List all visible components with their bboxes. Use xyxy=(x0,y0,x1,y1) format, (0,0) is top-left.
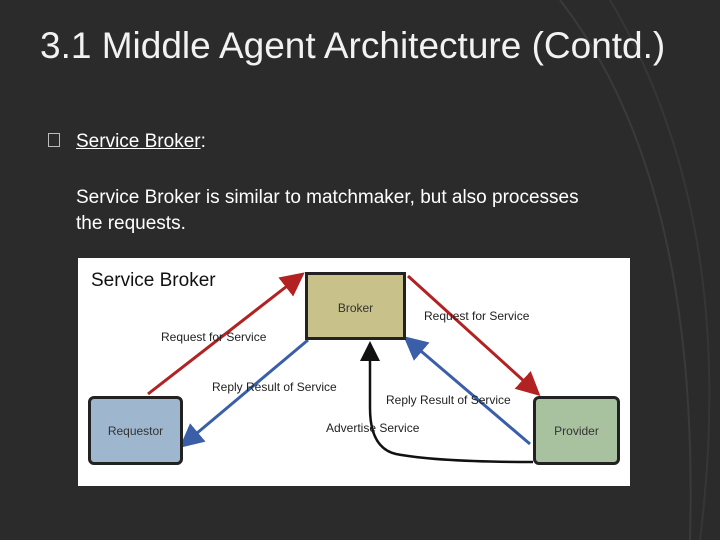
diagram-arrows xyxy=(147,272,541,464)
arrow-advertise-provider-to-broker xyxy=(360,341,534,464)
bullet-colon: : xyxy=(200,131,206,152)
arrow-request-broker-to-provider xyxy=(406,274,541,397)
broker-node: Broker xyxy=(305,272,406,340)
label-advertise: Advertise Service xyxy=(326,421,420,435)
bullet-text: Service Broker: xyxy=(76,131,206,153)
provider-label: Provider xyxy=(554,423,599,438)
bullet-heading: Service Broker xyxy=(76,131,201,152)
arrow-reply-broker-to-requestor xyxy=(179,338,309,448)
provider-node: Provider xyxy=(533,396,620,465)
arrow-request-requestor-to-broker xyxy=(147,272,305,396)
label-request-left: Request for Service xyxy=(161,330,267,344)
bullet-description: Service Broker is similar to matchmaker,… xyxy=(76,187,579,234)
broker-label: Broker xyxy=(337,301,374,315)
arrow-reply-provider-to-broker xyxy=(403,336,531,446)
service-broker-diagram: Service Broker Broker Requestor Provider… xyxy=(78,258,630,486)
label-reply-left: Reply Result of Service xyxy=(212,380,337,394)
label-request-right: Request for Service xyxy=(424,309,530,323)
diagram-title: Service Broker xyxy=(91,270,216,291)
slide-title: 3.1 Middle Agent Architecture (Contd.) xyxy=(40,25,666,66)
label-reply-right: Reply Result of Service xyxy=(386,393,511,407)
requestor-node: Requestor xyxy=(88,396,183,465)
bullet-square-icon xyxy=(48,133,60,147)
requestor-label: Requestor xyxy=(107,423,164,438)
